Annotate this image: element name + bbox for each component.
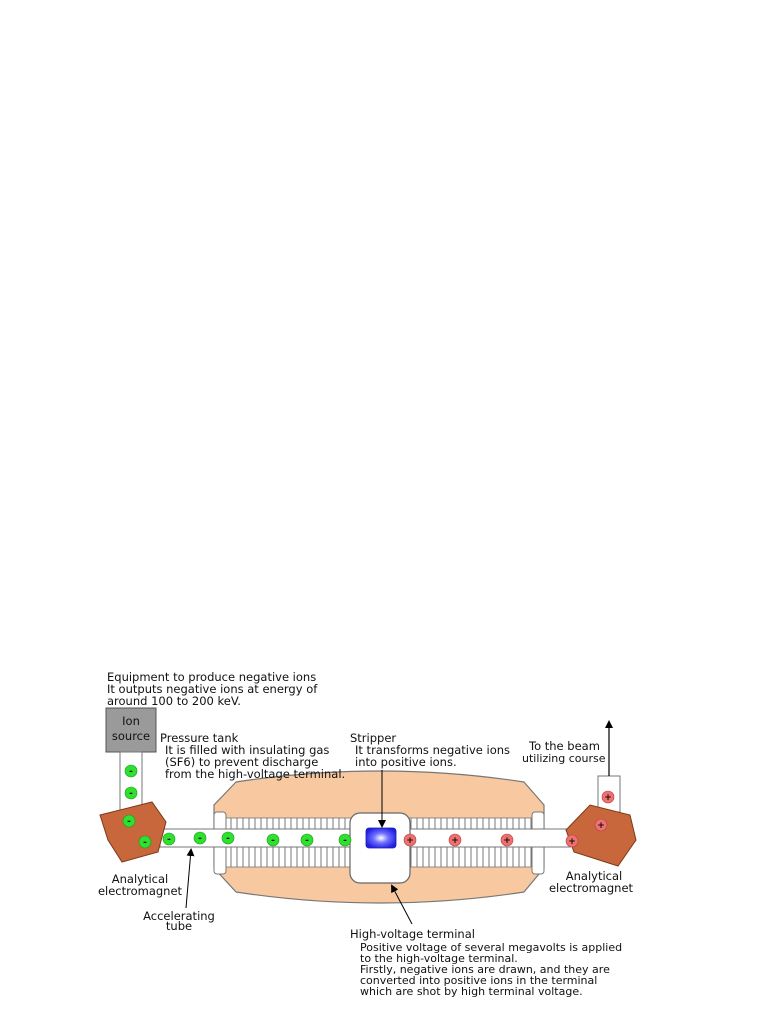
negative-ions: - - - - - - - - - - [122,764,352,849]
stripper-title: Stripper [350,731,396,745]
stripper-desc-line2: into positive ions. [355,755,457,769]
tube-pointer-arrow [185,848,195,909]
positive-ion-sign-1: + [406,836,414,846]
negative-ion-6 [193,831,207,845]
accelerating-tube-label-line1: Accelerating [143,909,215,923]
negative-ion-sign-3: - [127,817,131,827]
beam-course-line1: To the beam [528,739,600,753]
stripper-element [365,827,397,849]
negative-ion-sign-8: - [271,836,275,846]
negative-ion-8 [266,833,280,847]
pressure-tank-desc-line1: It is filled with insulating gas [165,743,329,757]
ion-source-desc-line1: Equipment to produce negative ions [107,670,316,684]
negative-ion-10 [338,833,352,847]
beam-course-line2: utilizing course [522,752,606,765]
positive-ion-sign-2: + [451,836,459,846]
negative-ion-sign-7: - [226,834,230,844]
negative-ion-9 [300,833,314,847]
pressure-tank-desc-line3: from the high-voltage terminal. [165,767,345,781]
negative-ion-sign-6: - [198,834,202,844]
terminal-desc-line2: to the high-voltage terminal. [360,952,518,965]
positive-ion-sign-4: + [568,837,576,847]
negative-ion-sign-5: - [167,835,171,845]
negative-ion-2 [124,786,138,800]
negative-ion-sign-2: - [129,789,133,799]
negative-ion-sign-10: - [343,836,347,846]
terminal-desc-line4: converted into positive ions in the term… [360,974,597,987]
negative-ion-sign-1: - [129,767,133,777]
ion-source-tube [119,751,143,813]
accelerating-tube-label-line2: tube [166,919,192,933]
negative-ion-1 [124,764,138,778]
positive-ion-sign-3: + [503,836,511,846]
terminal-desc-line1: Positive voltage of several megavolts is… [360,941,622,954]
pressure-tank-title: Pressure tank [160,731,239,745]
negative-ion-5 [162,832,176,846]
right-analytical-electromagnet [565,804,637,867]
negative-ion-sign-9: - [305,836,309,846]
positive-ion-sign-5: + [597,821,605,831]
pressure-tank-desc-line2: (SF6) to prevent discharge [165,755,318,769]
negative-ion-4 [138,835,152,849]
ion-source-label-line2: source [112,729,150,743]
negative-ion-7 [221,831,235,845]
positive-ion-6 [601,790,615,804]
ion-source-label-line1: Ion [122,714,140,728]
ion-source-desc-line2: It outputs negative ions at energy of [107,682,318,696]
right-magnet-label-line2: electromagnet [549,881,634,895]
positive-ion-4 [565,834,579,848]
terminal-pointer-arrow [391,884,413,925]
left-analytical-electromagnet [99,801,167,863]
terminal-title: High-voltage terminal [350,927,475,941]
positive-ion-5 [594,818,608,832]
positive-ion-1 [403,833,417,847]
positive-ion-3 [500,833,514,847]
terminal-desc-line3: Firstly, negative ions are drawn, and th… [360,963,610,976]
left-magnet-label-line1: Analytical [112,872,168,886]
negative-ion-3 [122,814,136,828]
ion-source-desc-line3: around 100 to 200 keV. [107,694,241,708]
positive-ion-2 [448,833,462,847]
positive-ions: + + + + + + [403,790,615,848]
positive-ion-sign-6: + [604,793,612,803]
left-magnet-label-line2: electromagnet [98,884,183,898]
stripper-desc-line1: It transforms negative ions [355,743,510,757]
negative-ion-sign-4: - [143,838,147,848]
right-magnet-label-line1: Analytical [566,869,622,883]
terminal-desc-line5: which are shot by high terminal voltage. [360,985,583,998]
